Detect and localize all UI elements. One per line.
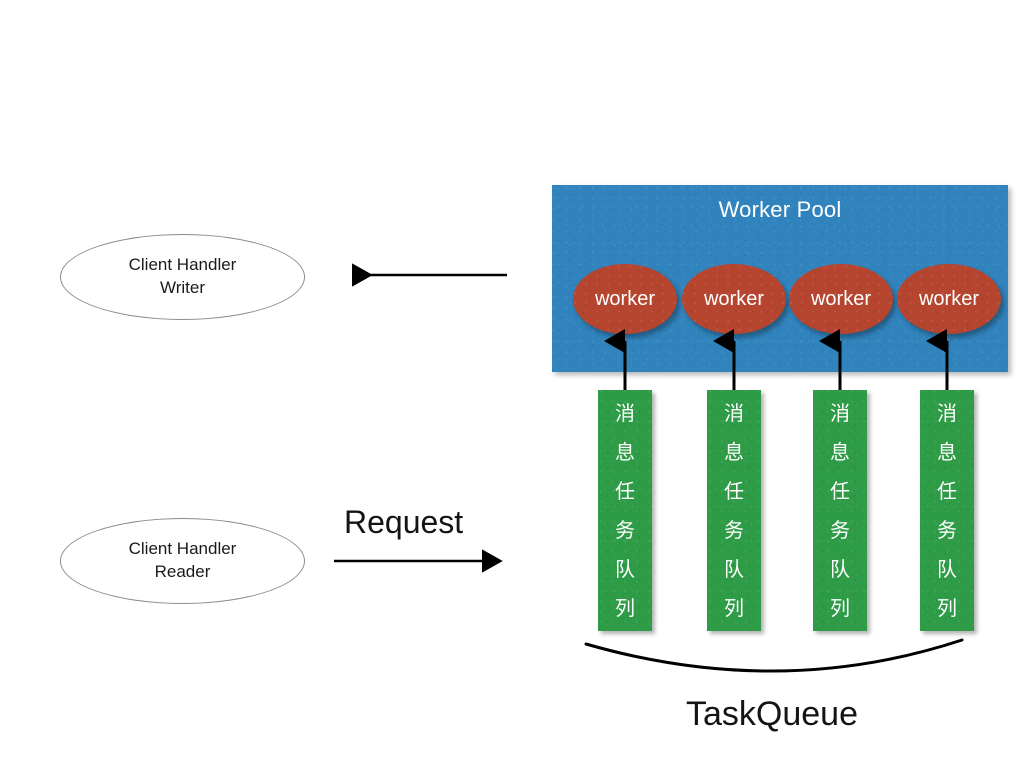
worker-label: worker [810,287,871,310]
worker-oval-2[interactable]: worker [682,264,786,334]
queue-char: 任 [615,478,635,503]
queue-char: 消 [830,400,850,425]
worker-label: worker [594,287,655,310]
queue-char: 息 [830,439,850,464]
task-queue-box-4[interactable]: 消 息 任 务 队 列 [920,390,974,631]
queue-char: 列 [724,595,744,620]
queue-label: 消 息 任 务 队 列 [937,394,957,628]
taskqueue-brace [584,638,964,673]
queue-char: 任 [830,478,850,503]
worker-oval-3[interactable]: worker [789,264,893,334]
queue-char: 务 [615,517,635,542]
client-handler-reader-label: Client Handler Reader [128,539,237,581]
queue-char: 列 [615,595,635,620]
request-label: Request [344,504,464,540]
client-handler-writer-label: Client Handler Writer [128,255,237,297]
queue-char: 队 [724,556,744,581]
queue-char: 队 [830,556,850,581]
queue-char: 任 [937,478,957,503]
task-queue-box-1[interactable]: 消 息 任 务 队 列 [598,390,652,631]
worker-label: worker [918,287,979,310]
task-queue-box-3[interactable]: 消 息 任 务 队 列 [813,390,867,631]
queue-label: 消 息 任 务 队 列 [724,394,744,628]
queue-label: 消 息 任 务 队 列 [615,394,635,628]
queue-char: 务 [937,517,957,542]
queue-char: 消 [724,400,744,425]
queue-char: 队 [937,556,957,581]
queue-char: 队 [615,556,635,581]
client-handler-reader-node[interactable]: Client Handler Reader [60,518,305,604]
queue-char: 消 [937,400,957,425]
taskqueue-label: TaskQueue [686,695,858,733]
client-handler-writer-node[interactable]: Client Handler Writer [60,234,305,320]
queue-char: 任 [724,478,744,503]
worker-oval-1[interactable]: worker [573,264,677,334]
queue-char: 消 [615,400,635,425]
queue-char: 息 [615,439,635,464]
queue-label: 消 息 任 务 队 列 [830,394,850,628]
queue-char: 务 [830,517,850,542]
queue-char: 务 [724,517,744,542]
queue-char: 息 [724,439,744,464]
queue-char: 列 [830,595,850,620]
worker-pool-title: Worker Pool [718,197,842,222]
queue-char: 息 [937,439,957,464]
queue-char: 列 [937,595,957,620]
task-queue-box-2[interactable]: 消 息 任 务 队 列 [707,390,761,631]
worker-label: worker [703,287,764,310]
worker-oval-4[interactable]: worker [897,264,1001,334]
